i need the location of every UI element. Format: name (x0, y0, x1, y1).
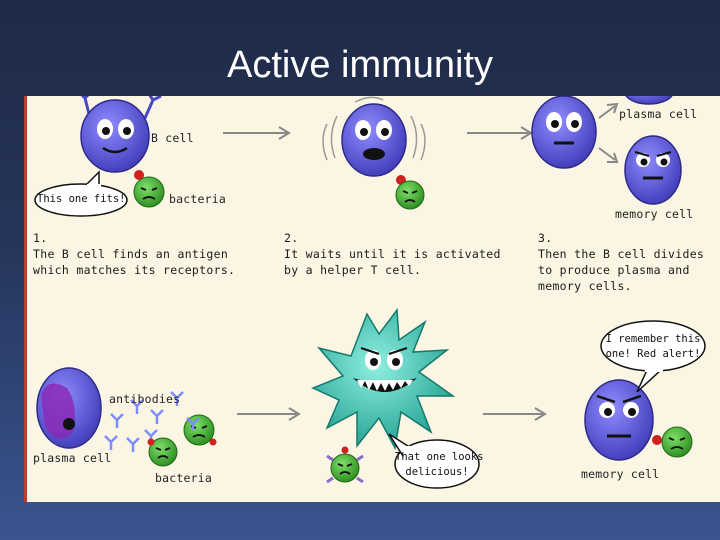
label-plasma-cell-bottom: plasma cell (33, 451, 112, 465)
arrow-1-to-2 (223, 126, 291, 140)
speech-bubble-3 (600, 320, 706, 393)
label-b-cell: B cell (151, 131, 194, 145)
label-memory-cell-top: memory cell (615, 207, 694, 221)
step-1-line-1: The B cell finds an antigen (33, 247, 229, 261)
step-3-number: 3. (538, 231, 553, 245)
step-3-line-3: memory cells. (538, 279, 632, 293)
arrows-split (598, 102, 619, 163)
divided-cell (531, 96, 597, 169)
label-bacteria-bottom: bacteria (155, 471, 212, 485)
step-1-number: 1. (33, 231, 48, 245)
bubble-delicious-line1: That one looks (395, 451, 484, 463)
label-memory-cell-bottom: memory cell (581, 467, 660, 481)
arrow-bottom-1 (237, 407, 301, 421)
step-3-line-2: to produce plasma and (538, 263, 690, 277)
bubble-text-delicious: That one looks delicious! (395, 450, 484, 480)
diagram-artwork (34, 96, 706, 489)
bubble-delicious-line2: delicious! (405, 466, 469, 478)
bubble-remember-line2: one! Red alert! (605, 348, 701, 360)
bubble-text-fits: This one fits! (37, 193, 126, 205)
memory-cell-top (624, 135, 682, 205)
diagram-panel: B cell bacteria plasma cell memory cell … (24, 96, 720, 502)
slide-title: Active immunity (226, 44, 494, 86)
bubble-text-remember: I remember this one! Red alert! (603, 332, 703, 362)
b-cell-2 (322, 96, 426, 185)
step-3-text: 3. Then the B cell divides to produce pl… (538, 230, 704, 294)
label-bacteria-top: bacteria (169, 192, 226, 206)
memory-cell-bottom (584, 379, 662, 461)
plasma-cell-top (625, 96, 673, 105)
step-3-line-1: Then the B cell divides (538, 247, 705, 261)
step-2-number: 2. (284, 231, 299, 245)
speech-bubble-2 (388, 433, 480, 489)
arrow-2-to-3 (467, 126, 533, 140)
bacteria-1 (133, 176, 165, 208)
bacteria-bottom-c (326, 446, 364, 484)
step-1-line-2: which matches its receptors. (33, 263, 236, 277)
arrow-bottom-2 (483, 407, 547, 421)
label-antibodies: antibodies (109, 392, 181, 406)
label-plasma-cell-top: plasma cell (619, 107, 698, 121)
bubble-remember-line1: I remember this (605, 333, 701, 345)
step-1-text: 1. The B cell finds an antigen which mat… (33, 230, 235, 278)
step-2-line-2: by a helper T cell. (284, 263, 422, 277)
plasma-cell-bottom (36, 367, 102, 449)
step-2-text: 2. It waits until it is activated by a h… (284, 230, 501, 278)
speech-bubble-1 (34, 170, 128, 217)
bacteria-2 (395, 180, 425, 210)
spiky-cell (311, 307, 456, 451)
bacteria-bottom-b (147, 437, 178, 467)
step-2-line-1: It waits until it is activated (284, 247, 501, 261)
b-cell-1 (80, 96, 162, 180)
bacteria-bottom-d (661, 426, 693, 458)
bacteria-bottom-a (183, 414, 217, 446)
